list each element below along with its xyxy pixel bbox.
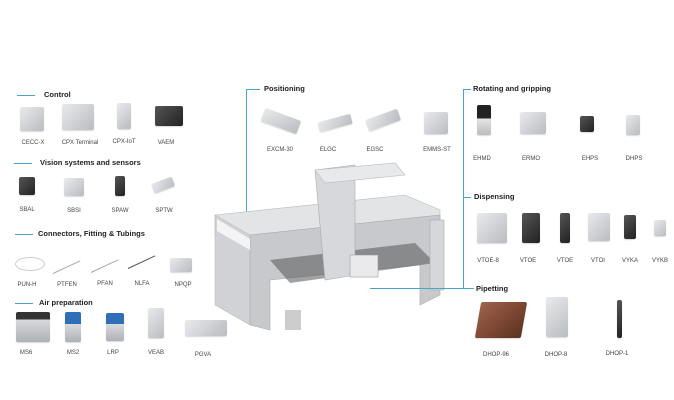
product-label: EGSC [366,147,384,153]
product-label: PGVA [194,352,212,358]
product-label: VTOE-8 [477,258,499,264]
product-image-elgc [317,113,353,133]
product-label: CPX Terminal [61,140,99,146]
product-label: NLFA [134,281,150,287]
product-image-sbal [19,177,35,195]
product-image-vtoe [522,213,540,243]
product-image-veab [148,308,164,338]
product-image-ermo [520,112,546,134]
product-label: DHOP-96 [482,352,510,358]
product-label: DHPS [625,156,643,162]
product-label: PFAN [97,281,113,287]
product-image-ehmd [477,105,491,135]
product-image-dhop-8 [546,297,568,337]
product-label: CPX-IoT [112,139,136,145]
product-label: CECC-X [21,140,45,146]
product-label: EMMS-ST [423,147,451,153]
product-image-ehps [580,116,594,132]
product-image-vykb [654,220,666,236]
product-image-cpx-iot [117,103,131,129]
section-title-air: Air preparation [39,298,93,307]
section-title-pipetting: Pipetting [476,284,509,293]
product-label: EHMD [473,156,491,162]
connector-line [246,89,248,239]
product-image-lrp [106,313,124,341]
product-label: SPTW [155,208,173,214]
product-label: EXCM-30 [266,147,294,153]
product-label: NPQP [174,282,192,288]
connector-line [370,288,474,290]
product-label: VYKB [651,258,669,264]
product-image-cpx-terminal [62,104,94,130]
product-label: ELGC [319,147,337,153]
product-label: PTFEN [57,282,77,288]
product-image-cecc-x [20,107,44,131]
product-label: LRP [107,350,119,356]
product-image-dhop-96 [474,302,528,338]
connector-line [463,89,471,91]
product-image-ptfen [52,260,81,274]
product-image-ms6 [16,312,50,342]
product-image-sptw [150,176,176,194]
product-image-dhop-1 [617,300,622,338]
product-image-spaw [115,176,125,196]
product-image-pfan [90,259,119,273]
product-label: DHOP-8 [544,352,568,358]
section-title-rotating: Rotating and gripping [473,84,551,93]
product-image-egsc [364,108,402,132]
section-marker [15,303,33,305]
product-image-vtoi [588,213,610,241]
product-label: SBAL [19,207,35,213]
section-marker [17,95,35,97]
product-label: MS2 [66,350,80,356]
product-label: VTOE [519,258,537,264]
product-image-vtoe-single [560,213,570,243]
product-image-vyka [624,215,636,239]
product-image-ms2 [65,312,81,342]
section-marker [14,163,32,165]
product-image-dhps [626,115,640,135]
product-label: VTOI [591,258,605,264]
product-label: MS6 [19,350,33,356]
product-label: DHOP-1 [605,351,629,357]
product-label: VAEM [157,140,175,146]
product-label: VTOE [556,258,574,264]
product-image-emms-st [424,112,448,134]
product-image-pgva [185,320,227,336]
product-label: SBSI [67,208,81,214]
product-label: EHPS [581,156,599,162]
product-image-vaem [155,106,183,126]
product-image-sbsi [64,178,84,196]
product-label: ERMO [522,156,540,162]
section-title-positioning: Positioning [264,84,305,93]
product-image-excm-30 [260,107,302,135]
section-marker [15,234,33,236]
product-image-npqp [170,258,192,272]
connector-line [463,89,465,289]
product-label: VEAB [147,350,165,356]
product-image-vtoe-8 [477,213,507,243]
product-image-nlfa [127,255,156,269]
lab-automation-machine-illustration [214,162,445,331]
section-title-control: Control [44,90,71,99]
connector-line [246,89,260,91]
product-label: PUN-H [17,282,37,288]
section-title-connectors: Connectors, Fitting & Tubings [38,229,145,238]
section-title-dispensing: Dispensing [474,192,515,201]
product-label: VYKA [621,258,639,264]
section-title-vision: Vision systems and sensors [40,158,141,167]
connector-line [463,197,471,199]
product-label: SPAW [111,208,129,214]
product-image-pun-h [15,257,45,271]
